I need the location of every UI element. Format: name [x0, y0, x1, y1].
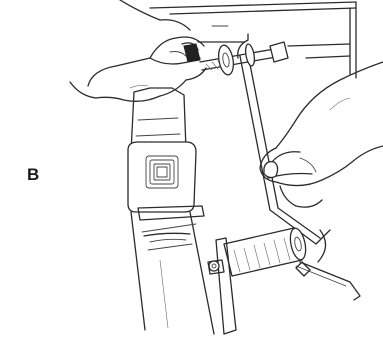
lower-hand [260, 62, 383, 207]
bolt [200, 42, 288, 76]
retractor-roller [208, 227, 310, 334]
upper-hand [70, 0, 206, 101]
frame-bracket [150, 2, 356, 78]
